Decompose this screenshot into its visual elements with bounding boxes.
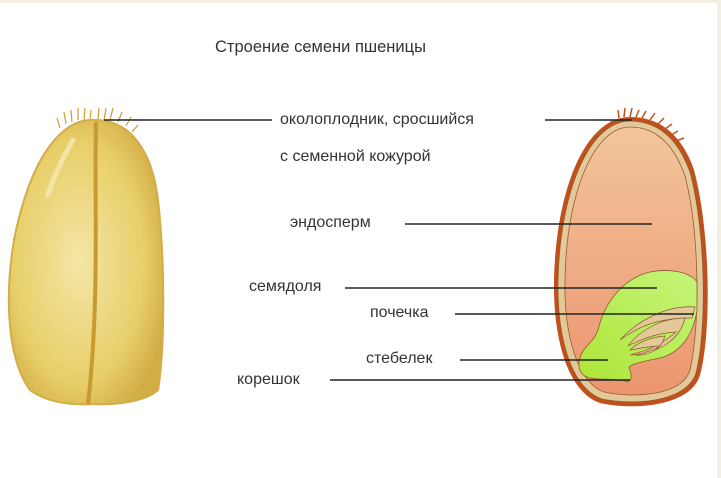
label-bud: почечка bbox=[370, 304, 429, 321]
label-root: корешок bbox=[237, 371, 300, 388]
diagram-title: Строение семени пшеницы bbox=[215, 38, 426, 56]
label-endosperm: эндосперм bbox=[290, 214, 371, 231]
label-stem: стебелек bbox=[366, 350, 433, 367]
top-border bbox=[0, 0, 721, 3]
label-pericarp-line2: с семенной кожурой bbox=[280, 148, 431, 165]
leader-lines bbox=[104, 119, 694, 381]
label-pericarp-line1: околоплодник, сросшийся bbox=[280, 111, 474, 128]
label-cotyledon: семядоля bbox=[249, 278, 322, 295]
grain-cross-section-illustration bbox=[553, 107, 708, 407]
whole-grain-illustration bbox=[7, 107, 165, 406]
right-border bbox=[717, 0, 721, 478]
